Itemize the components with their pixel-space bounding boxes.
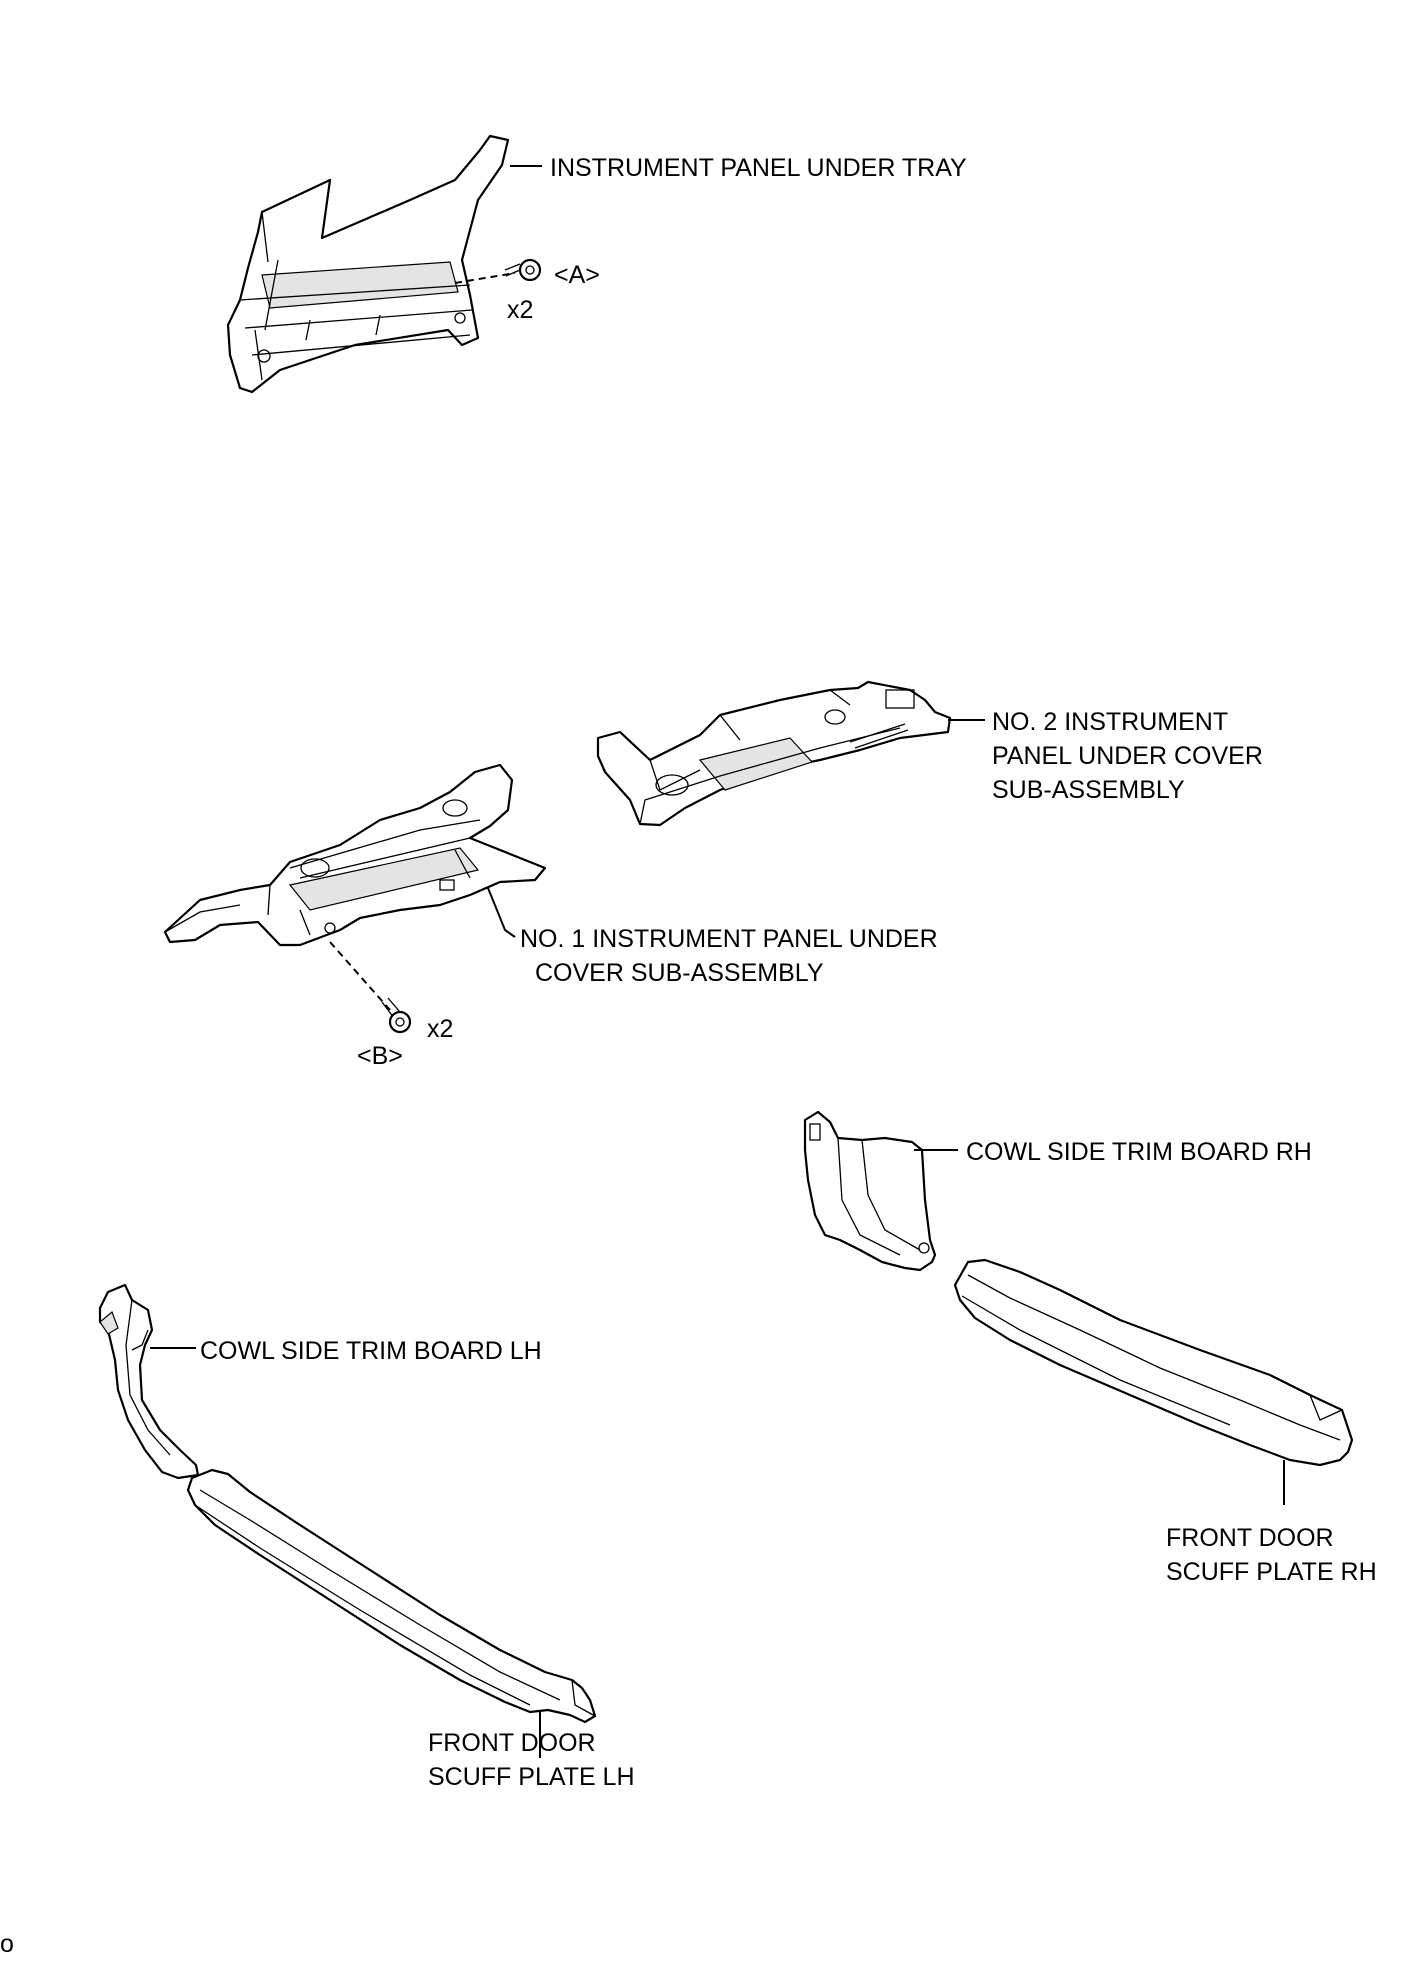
label-scuff-rh-line2: SCUFF PLATE RH [1166,1558,1377,1586]
cowl-side-trim-board-lh [98,1283,200,1480]
no2-instrument-panel-under-cover [596,680,952,827]
front-door-scuff-plate-lh [186,1468,597,1724]
label-no1-cover-line2: COVER SUB-ASSEMBLY [535,959,824,987]
label-no2-cover-line2: PANEL UNDER COVER [992,742,1263,770]
label-bolt-b: <B> [357,1042,403,1070]
label-instrument-panel-under-tray: INSTRUMENT PANEL UNDER TRAY [550,154,967,182]
no1-instrument-panel-under-cover [163,763,547,947]
corner-mark: o [0,1930,14,1958]
label-bolt-b-qty: x2 [427,1015,453,1043]
label-no1-cover-line1: NO. 1 INSTRUMENT PANEL UNDER [520,925,938,953]
label-scuff-rh-line1: FRONT DOOR [1166,1524,1334,1552]
label-bolt-a-qty: x2 [507,296,533,324]
label-cowl-side-trim-board-lh: COWL SIDE TRIM BOARD LH [200,1337,542,1365]
label-no2-cover-line3: SUB-ASSEMBLY [992,776,1185,804]
cover1-leader-line [487,887,516,938]
front-door-scuff-plate-rh [953,1258,1354,1467]
label-scuff-lh-line2: SCUFF PLATE LH [428,1763,635,1791]
label-cowl-side-trim-board-rh: COWL SIDE TRIM BOARD RH [966,1138,1312,1166]
label-scuff-lh-line1: FRONT DOOR [428,1729,596,1757]
bolt-b [329,941,412,1034]
cowl-side-trim-board-rh [803,1110,937,1272]
label-no2-cover-line1: NO. 2 INSTRUMENT [992,708,1228,736]
bolt-a [454,258,542,284]
instrument-panel-under-tray [226,134,510,394]
label-bolt-a: <A> [554,261,600,289]
